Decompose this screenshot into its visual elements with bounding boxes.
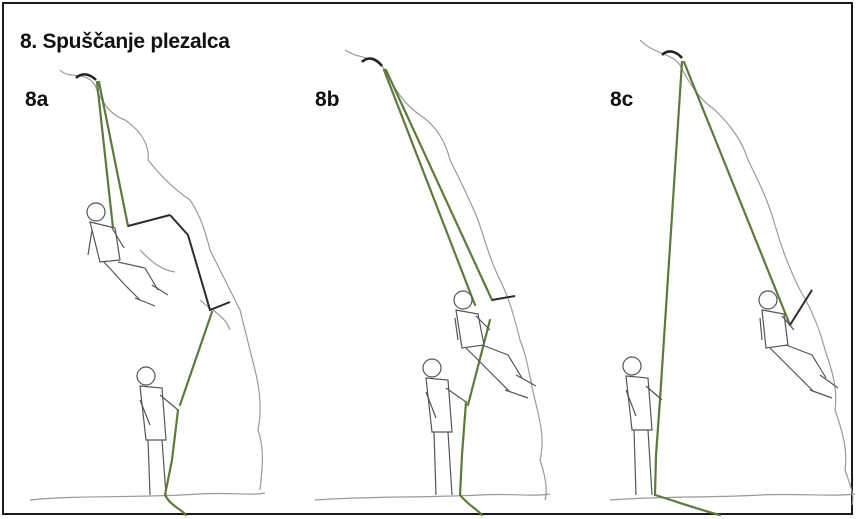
belayer-8b <box>423 359 466 495</box>
ground-8c <box>610 494 855 500</box>
rope-8a-belayer <box>180 312 212 405</box>
panel-8b-scene <box>315 50 550 515</box>
rope-pile-8a <box>165 410 186 515</box>
quickdraw-8c <box>790 290 812 325</box>
climber-8c <box>759 291 838 398</box>
ground-8a <box>30 493 265 500</box>
rope-pile-8b <box>460 402 482 515</box>
climber-8b <box>454 291 536 398</box>
rock-face-8c <box>640 40 853 505</box>
anchor-8b <box>362 59 382 66</box>
belayer-8a <box>137 367 178 495</box>
rope-8c-belayer <box>660 62 682 400</box>
ground-8b <box>315 494 550 500</box>
rope-8b-climber <box>384 70 475 305</box>
quickdraw-8a-2 <box>170 215 188 235</box>
panel-8c-scene <box>610 40 855 515</box>
rope-pile-8c <box>655 400 720 515</box>
rope-8c-climber <box>684 62 790 325</box>
panel-8a-scene <box>30 70 265 515</box>
quickdraw-8b <box>492 296 515 300</box>
quickdraw-8a-1 <box>128 215 170 226</box>
